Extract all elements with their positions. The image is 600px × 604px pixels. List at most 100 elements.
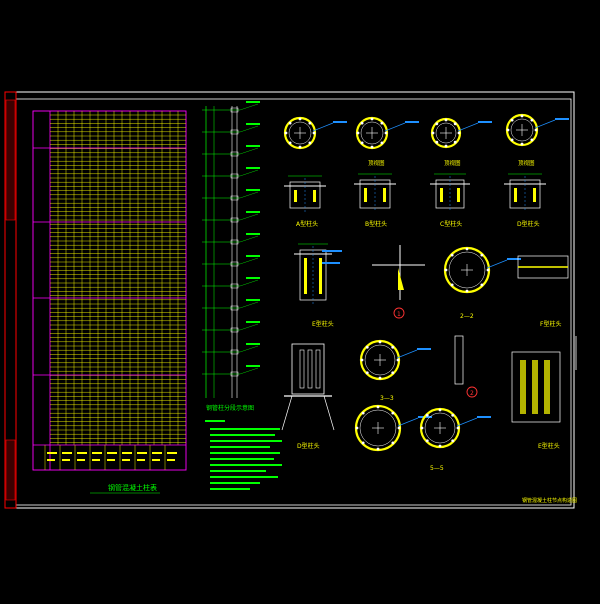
bolt-hole: [457, 131, 461, 135]
bolt-hole: [453, 122, 457, 126]
label-d-type-head-bottom: D型柱头: [297, 442, 320, 450]
table-footer-glyph: [107, 452, 117, 454]
column-elevation: [202, 101, 260, 398]
pipe-inner: [360, 121, 384, 145]
bolt-hole: [391, 441, 395, 445]
bolt-hole: [380, 141, 384, 145]
bolt-hole: [435, 122, 439, 126]
label-section-2-2: 2—2: [460, 313, 474, 320]
bolt-hole: [431, 131, 435, 135]
bolt-hole: [534, 128, 538, 132]
slot: [315, 349, 321, 389]
joint-mark: [230, 107, 239, 113]
bolt-hole: [361, 441, 365, 445]
leader-line: [239, 191, 259, 199]
table-footer-glyph: [62, 459, 70, 461]
steel-table-title: 钢管混凝土柱表: [108, 483, 157, 492]
bolt-hole: [360, 141, 364, 145]
bolt-hole: [378, 376, 382, 380]
bolt-hole: [480, 253, 484, 257]
splice-plate: [454, 335, 464, 385]
bolt-hole: [365, 345, 369, 349]
bolt-hole: [444, 268, 448, 272]
note-line: [210, 440, 282, 442]
bolt-hole: [510, 118, 514, 122]
pipe-inner: [424, 412, 456, 444]
callout-text-glyph: [417, 348, 431, 350]
pipe-inner: [359, 409, 397, 447]
bolt-hole: [391, 411, 395, 415]
note-line: [210, 470, 266, 472]
label-e-type-head-bottom: E型柱头: [538, 442, 560, 450]
bolt-hole: [438, 444, 442, 448]
table-footer-glyph: [137, 459, 145, 461]
callout-text-glyph: [322, 250, 342, 252]
table-footer-glyph: [77, 459, 85, 461]
table-footer-glyph: [167, 452, 177, 454]
bolt-hole: [444, 144, 448, 148]
leader-line: [239, 147, 259, 155]
slot: [299, 349, 305, 389]
table-footer-glyph: [47, 459, 55, 461]
label-c-type-head: C型柱头: [440, 220, 462, 228]
level-text-glyph: [246, 321, 260, 323]
table-border: [32, 110, 187, 471]
bolt-hole: [360, 358, 364, 362]
note-line: [210, 428, 280, 430]
callout-text-glyph: [477, 416, 491, 418]
label-section-3-3: 3—3: [380, 395, 394, 402]
joint-mark: [230, 327, 239, 333]
note-line: [210, 482, 260, 484]
bolt-hole: [530, 118, 534, 122]
bolt-hole: [450, 283, 454, 287]
level-text-glyph: [246, 145, 260, 147]
bolt-hole: [288, 141, 292, 145]
bolt-hole: [520, 142, 524, 146]
joint-mark: [230, 129, 239, 135]
bolt-hole: [438, 408, 442, 412]
pipe-inner: [364, 344, 396, 376]
callout-leader: [396, 349, 418, 359]
leader-line: [239, 103, 259, 111]
table-footer-glyph: [122, 459, 130, 461]
level-text-glyph: [246, 277, 260, 279]
stiffener: [520, 360, 526, 414]
inner-frame: [15, 98, 572, 506]
leader-line: [239, 169, 259, 177]
note-line: [210, 452, 280, 454]
callout-text-glyph: [405, 121, 419, 123]
bolt-hole: [465, 289, 469, 293]
bolt-hole: [298, 145, 302, 149]
table-footer-glyph: [167, 459, 175, 461]
level-text-glyph: [246, 299, 260, 301]
note-line: [210, 464, 282, 466]
bolt-hole: [376, 447, 380, 451]
note-line: [210, 488, 250, 490]
joint-mark: [230, 305, 239, 311]
callout-text-glyph: [333, 121, 347, 123]
table-footer-glyph: [62, 452, 72, 454]
bolt-hole: [450, 253, 454, 257]
callout-leader: [456, 417, 478, 427]
bolt-hole: [425, 439, 429, 443]
bolt-hole: [444, 118, 448, 122]
bolt-hole: [288, 121, 292, 125]
leader-line: [239, 125, 259, 133]
bolt-hole: [420, 426, 424, 430]
pipe-inner: [435, 122, 457, 144]
marker-2-text: 2: [470, 390, 474, 397]
note-line: [210, 446, 270, 448]
leader-line: [239, 301, 259, 309]
bolt-hole: [520, 114, 524, 118]
stiffener: [294, 190, 297, 202]
pipe-inner: [288, 121, 312, 145]
section-marker-icon: 2: [466, 386, 478, 398]
stiffener: [533, 188, 536, 202]
joint-mark: [230, 151, 239, 157]
label-b-type-head: B型柱头: [365, 220, 387, 228]
callout-leader: [384, 122, 406, 132]
bolt-hole: [397, 426, 401, 430]
steel-column-table: [32, 110, 187, 471]
table-footer-glyph: [107, 459, 115, 461]
